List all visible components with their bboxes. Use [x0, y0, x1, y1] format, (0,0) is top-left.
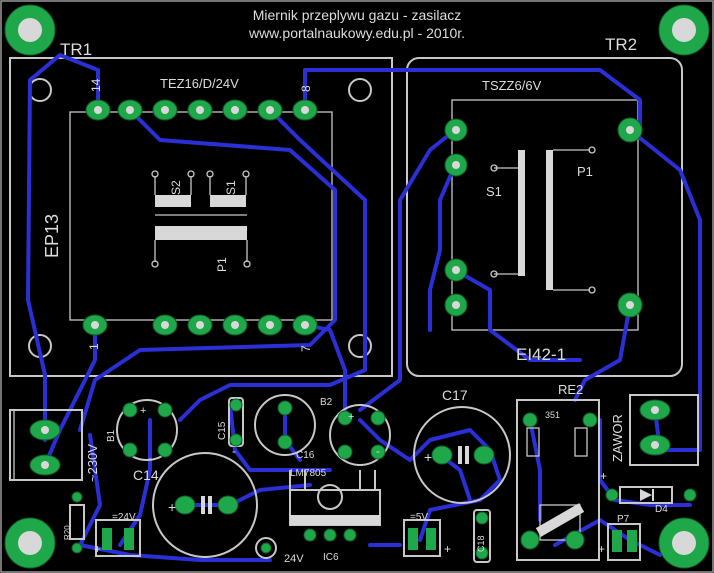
label-b2: B2	[320, 397, 333, 408]
pad	[444, 293, 468, 317]
regulator-lm7805	[289, 470, 381, 542]
label-230v: ~230V	[85, 444, 100, 482]
pad	[257, 99, 283, 121]
title-line2: www.portalnaukowy.edu.pl - 2010r.	[248, 25, 465, 41]
label-c17: C17	[442, 387, 468, 403]
pad	[444, 118, 468, 142]
capacitor-c16	[254, 394, 316, 456]
pad	[222, 314, 248, 336]
label-pin8: 8	[299, 85, 313, 92]
mounting-holes	[4, 4, 710, 569]
label-d4-plus: +	[600, 469, 607, 483]
label-p1-tr2: P1	[577, 164, 593, 179]
mount-hole-br	[658, 517, 710, 569]
pad	[82, 314, 108, 336]
pad	[152, 314, 178, 336]
led-p7	[607, 523, 641, 561]
label-c17-plus: +	[424, 449, 432, 465]
title-line1: Miernik przeplywu gazu - zasilacz	[253, 7, 462, 23]
label-b2-plus: +	[348, 411, 354, 423]
label-ic6: IC6	[323, 552, 339, 563]
label-b2-minus: -	[376, 444, 380, 458]
pad	[444, 258, 468, 282]
label-c14-plus: +	[168, 499, 176, 515]
label-b1: B1	[106, 429, 117, 442]
label-ep13: EP13	[42, 214, 62, 258]
label-re2-num: 351	[545, 410, 560, 420]
pad	[187, 99, 213, 121]
led-24v-round	[255, 537, 277, 559]
label-p7: P7	[617, 514, 630, 525]
pad	[617, 117, 643, 143]
connector-230v	[9, 409, 83, 481]
mount-hole-tl	[4, 4, 56, 56]
pad	[152, 99, 178, 121]
label-c15: C15	[217, 421, 228, 440]
label-d4: D4	[655, 504, 668, 515]
bridge-b1	[116, 399, 178, 461]
diode-d4	[605, 486, 697, 504]
pad	[292, 99, 318, 121]
tr2-outline	[406, 57, 683, 377]
label-pin1: 1	[87, 343, 101, 350]
mount-hole-tr	[658, 4, 710, 56]
mount-hole-bl	[4, 517, 56, 569]
label-c15-minus: -	[232, 444, 236, 458]
pad	[257, 314, 283, 336]
capacitor-c17	[413, 406, 511, 504]
label-ei42: EI42-1	[516, 345, 566, 364]
bridge-b2	[329, 404, 391, 466]
label-led24-plus: +	[94, 542, 101, 556]
label-pin14: 14	[89, 78, 103, 92]
tr2-pads	[444, 117, 643, 318]
label-tszz: TSZZ6/6V	[482, 78, 542, 93]
relay-re2	[516, 399, 600, 561]
connector-zawor	[629, 394, 699, 466]
led-24v	[95, 519, 141, 557]
tr1-pads	[82, 99, 318, 336]
resistor-r20	[69, 491, 85, 554]
pad	[222, 99, 248, 121]
label-p7-plus: +	[598, 542, 605, 556]
pad	[444, 153, 468, 177]
label-s2: S2	[169, 180, 183, 195]
pad	[117, 99, 143, 121]
label-tr1: TR1	[60, 40, 92, 59]
label-pin7: 7	[299, 345, 313, 352]
label-b1-minus: -	[148, 451, 152, 465]
label-c14: C14	[133, 467, 159, 483]
label-c16: C16	[296, 450, 315, 461]
capacitor-c15	[228, 397, 244, 447]
label-p1-tr1: P1	[215, 257, 229, 272]
pad	[292, 314, 318, 336]
label-s1-tr1: S1	[224, 180, 238, 195]
label-24v: =24V	[112, 512, 136, 523]
label-c18: C18	[476, 535, 486, 552]
pad	[85, 99, 111, 121]
label-lm7805: LM7805	[290, 468, 327, 479]
copper-traces	[26, 53, 702, 562]
label-led5-plus: +	[444, 542, 451, 556]
label-s1-tr2: S1	[486, 184, 502, 199]
capacitor-c14	[152, 452, 258, 558]
label-re2: RE2	[558, 382, 583, 397]
label-5v: =5V	[410, 512, 428, 523]
pad	[187, 314, 213, 336]
label-tr2: TR2	[605, 35, 637, 54]
label-zawor: ZAWOR	[610, 414, 625, 462]
label-r20: R20	[63, 525, 72, 540]
label-24v-round: 24V	[284, 553, 304, 565]
label-b1-plus: +	[140, 405, 146, 417]
capacitor-c18	[473, 509, 491, 563]
pad	[617, 292, 643, 318]
label-tez: TEZ16/D/24V	[160, 76, 239, 91]
led-5v	[403, 519, 441, 557]
